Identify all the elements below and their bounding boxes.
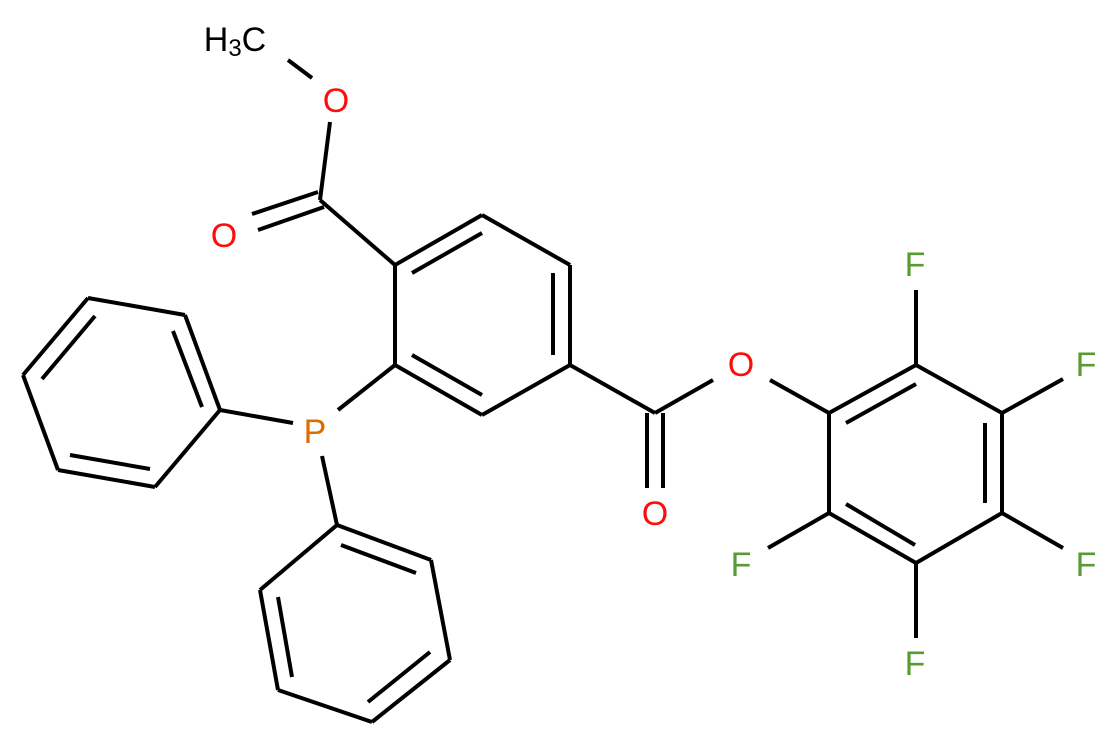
bond-c-o-ester (654, 378, 714, 415)
fluorine-4-label: F (905, 645, 926, 683)
ring-bond (21, 296, 90, 377)
ring-bond (828, 363, 917, 415)
ring-bond (21, 374, 60, 471)
ring-inner-double (276, 596, 294, 678)
fluorine-5-label: F (731, 546, 752, 584)
ring-inner-double (411, 353, 483, 397)
phenyl-ring-2 (258, 523, 452, 724)
bond-c-f (1001, 377, 1064, 415)
oxygen-ester-label: O (728, 346, 754, 384)
bond-c-o-double-a (251, 190, 319, 216)
central-benzene-ring (393, 213, 572, 417)
oxygen-carbonyl-2-label: O (642, 495, 668, 533)
pentafluorophenyl-ring (767, 290, 1064, 638)
bond-p-phenyl2 (320, 455, 339, 526)
bond-c-o-double-b (257, 205, 325, 232)
bond-methyl-o (286, 58, 314, 80)
ring-bond (258, 523, 339, 592)
ring-bond (183, 314, 222, 411)
ring-bond (370, 658, 452, 724)
ring-bond (277, 688, 373, 724)
ring-inner-double (411, 231, 483, 275)
fluorine-3-label: F (1076, 546, 1097, 584)
fluorine-1-label: F (905, 246, 926, 284)
ring-bond (153, 408, 222, 489)
ring-bond (394, 363, 483, 417)
ring-inner-double (844, 502, 917, 547)
ring-bond (481, 213, 571, 267)
phenyl-ring-1 (21, 296, 222, 489)
ring-inner-double (40, 314, 97, 381)
phosphorus-label: P (304, 413, 327, 451)
bond-carbonyl-ring (318, 198, 397, 267)
ring-inner-double (845, 382, 917, 425)
diphenylphosphino-group (219, 363, 397, 526)
bond-ring-ester-c (569, 363, 656, 415)
bond-o-carbonyl-c (318, 121, 332, 201)
pfp-ester-linkage (569, 363, 830, 488)
ring-bond (429, 559, 452, 661)
oxygen-methoxy-label: O (323, 82, 349, 120)
ring-bond (828, 511, 917, 565)
ring-bond (394, 213, 483, 267)
bond-o-pfp (769, 378, 830, 415)
ring-bond (915, 363, 1003, 415)
methyl-label: H3C (204, 21, 266, 62)
ring-inner-double (171, 330, 204, 408)
methyl-ester-group (251, 58, 397, 267)
ring-inner-double (69, 453, 151, 471)
bond-c-f (1001, 511, 1064, 550)
bond-ring-p (336, 363, 397, 412)
fluorine-2-label: F (1076, 346, 1097, 384)
oxygen-carbonyl-1-label: O (211, 217, 237, 255)
ring-bond (336, 523, 432, 562)
bond-p-phenyl1 (219, 408, 294, 425)
ring-bond (914, 511, 1004, 565)
ring-bond (258, 589, 280, 691)
ring-bond (87, 296, 186, 317)
bond-c-f (767, 511, 830, 550)
ring-bond (481, 363, 571, 417)
ring-bond (57, 468, 156, 489)
ring-inner-double (366, 650, 432, 704)
ring-inner-double (340, 543, 417, 575)
